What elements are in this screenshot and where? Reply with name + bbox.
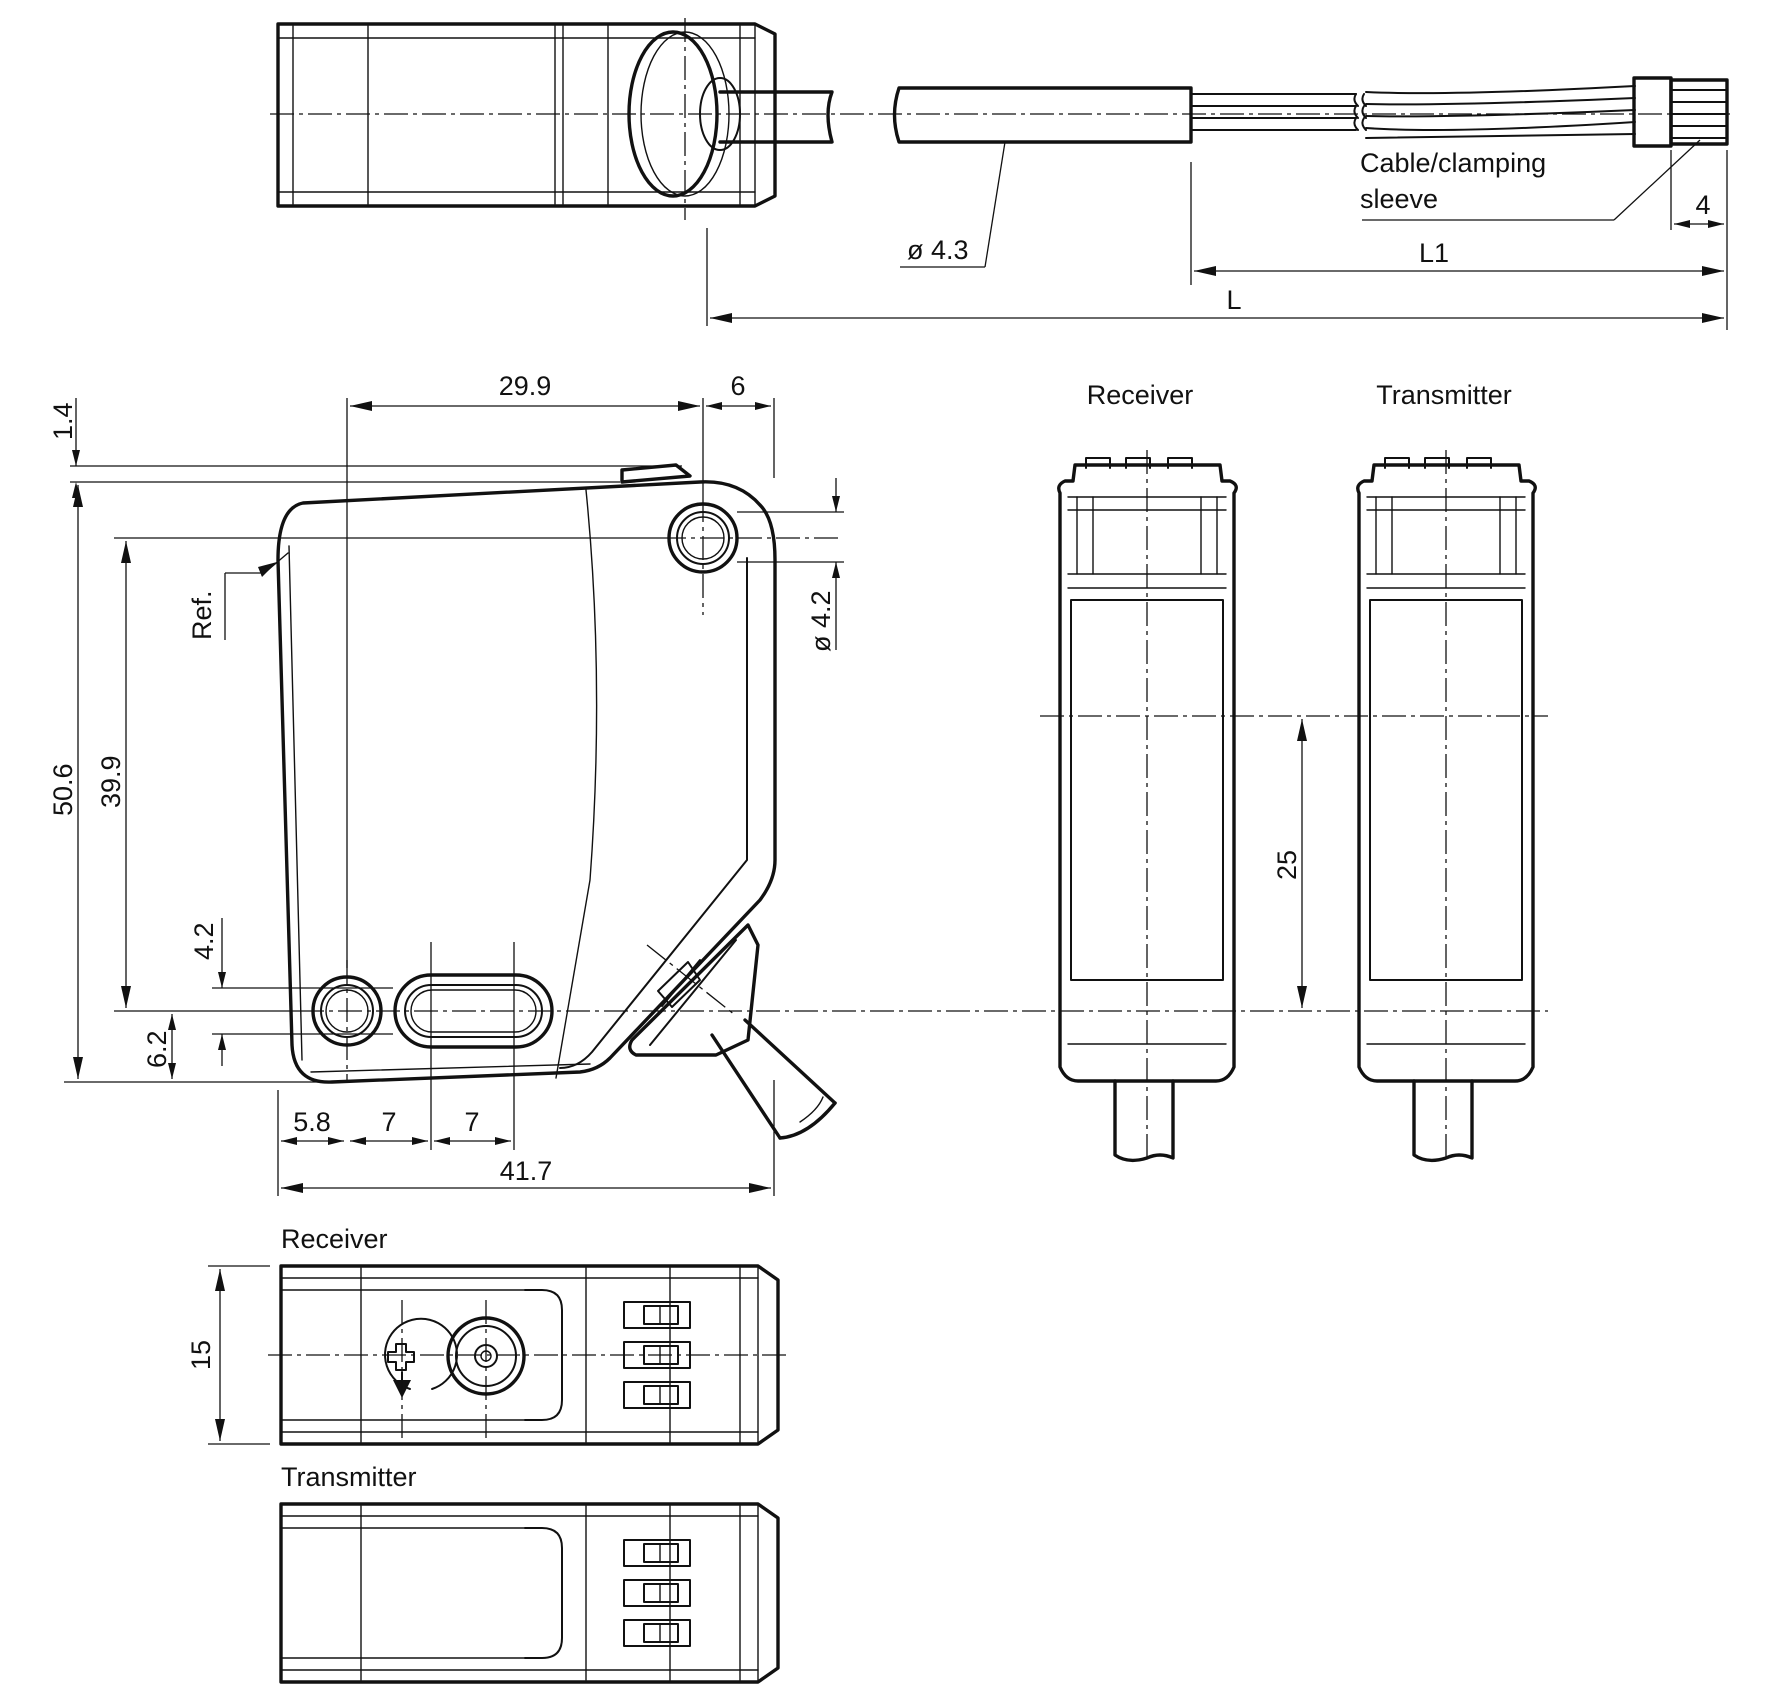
- top-view-cable-near: [718, 90, 834, 144]
- dim-6-2-label: 6.2: [142, 1030, 172, 1068]
- dim-41-7-label: 41.7: [500, 1156, 553, 1186]
- dim-5-8-label: 5.8: [293, 1107, 331, 1137]
- cable-diameter-label: ø 4.3: [907, 235, 969, 265]
- front-view-transmitter: Transmitter: [1356, 380, 1537, 1163]
- front-receiver-label: Receiver: [1087, 380, 1194, 410]
- gland-axis: [646, 944, 736, 1016]
- bottom-transmitter-label: Transmitter: [281, 1462, 417, 1492]
- dim-50-6-label: 50.6: [48, 763, 78, 816]
- top-view-cable-far: [892, 76, 1729, 148]
- bottom-receiver-label: Receiver: [281, 1224, 388, 1254]
- dim-hole-diameter-label: ø 4.2: [806, 590, 836, 652]
- dim-25-label: 25: [1272, 850, 1302, 880]
- dim-L-label: L: [1226, 285, 1241, 315]
- bottom-view-receiver: Receiver: [186, 1224, 790, 1446]
- side-view: Ref.: [48, 371, 1548, 1196]
- cable-sleeve-label-line2: sleeve: [1360, 184, 1438, 214]
- dim-L1-label: L1: [1419, 238, 1449, 268]
- ref-label: Ref.: [187, 590, 217, 640]
- sleeve-leader: [1613, 139, 1701, 221]
- side-view-cable-gland: [628, 923, 837, 1140]
- dim-6-label: 6: [730, 371, 745, 401]
- bottom-view-transmitter: Transmitter: [279, 1462, 780, 1684]
- transmitter-connector-pins: [623, 1539, 691, 1647]
- sleeve-length-label: 4: [1695, 190, 1710, 220]
- side-view-housing: [261, 463, 777, 1084]
- top-view-housing: [276, 22, 777, 208]
- cable-sleeve-label-line1: Cable/clamping: [1360, 148, 1546, 178]
- dim-29-9-label: 29.9: [499, 371, 552, 401]
- dim-7b-label: 7: [464, 1107, 479, 1137]
- dim-15-label: 15: [186, 1340, 216, 1370]
- dim-7a-label: 7: [381, 1107, 396, 1137]
- front-transmitter-label: Transmitter: [1376, 380, 1512, 410]
- dim-25: 25: [1272, 719, 1307, 1008]
- front-view-receiver: Receiver: [1057, 380, 1238, 1163]
- cable-diameter-leader: [984, 141, 1006, 268]
- dim-lens-height-label: 4.2: [189, 922, 219, 960]
- dim-1-4-label: 1.4: [48, 402, 78, 440]
- dim-39-9-label: 39.9: [96, 755, 126, 808]
- top-view: ø 4.3 Cable/clamping sleeve 4 L1 L: [270, 18, 1730, 330]
